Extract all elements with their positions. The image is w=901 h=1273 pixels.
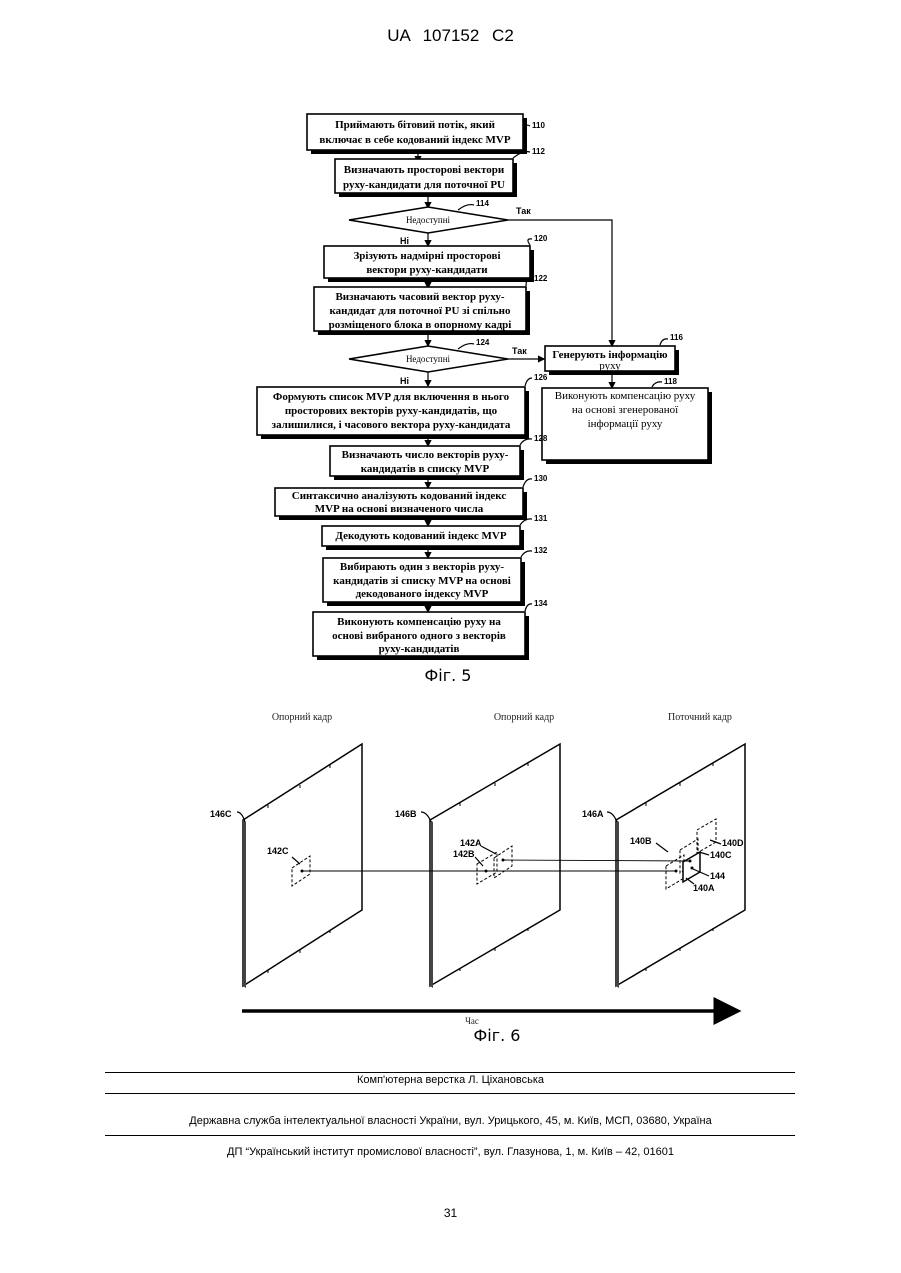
step-134-line2: основі вибраного одного з векторів bbox=[332, 630, 506, 642]
step-110-line1: Приймають бітовий потік, який bbox=[335, 119, 496, 131]
step-116-number: 116 bbox=[670, 333, 683, 342]
step-126-line1: Формують список MVP для включення в ньог… bbox=[273, 391, 510, 403]
decision-124-text: Недоступні bbox=[406, 354, 451, 364]
step-120-line1: Зрізують надмірні просторові bbox=[353, 250, 500, 262]
step-128-number: 128 bbox=[534, 434, 548, 443]
footer-typesetter: Комп'ютерна верстка Л. Ціхановська bbox=[0, 1074, 901, 1086]
step-118-line3: інформації руху bbox=[588, 418, 663, 430]
step-120-line2: вектори руху-кандидати bbox=[366, 264, 488, 276]
step-116: Генерують інформацію руху 116 bbox=[545, 333, 683, 375]
block-label-142B: 142B bbox=[453, 849, 475, 859]
footer-rule-2 bbox=[105, 1093, 795, 1094]
step-118-line2: на основі згенерованої bbox=[572, 404, 679, 416]
fig6-diagram: Опорний кадр Опорний кадр Поточний кадр … bbox=[210, 712, 745, 1045]
step-134: Виконують компенсацію руху на основі виб… bbox=[313, 599, 548, 660]
step-112-line1: Визначають просторові вектори bbox=[344, 164, 505, 176]
block-label-142C: 142C bbox=[267, 846, 289, 856]
step-130-line1: Синтаксично аналізують кодований індекс bbox=[292, 490, 507, 502]
decision-114-number: 114 bbox=[476, 199, 489, 208]
block-label-140C: 140C bbox=[710, 850, 732, 860]
footer-rule-1 bbox=[105, 1072, 795, 1073]
step-128-line1: Визначають число векторів руху- bbox=[342, 449, 509, 461]
step-122-line3: розміщеного блока в опорному кадрі bbox=[329, 319, 512, 331]
footer-institute: ДП “Український інститут промислової вла… bbox=[0, 1146, 901, 1158]
step-118-number: 118 bbox=[664, 377, 677, 386]
step-130-line2: MVP на основі визначеного числа bbox=[315, 503, 484, 515]
decision-114-no: Ні bbox=[400, 236, 409, 246]
step-110-line2: включає в себе кодований індекс MVP bbox=[319, 134, 510, 146]
fig6-caption: Фіг. 6 bbox=[474, 1026, 521, 1045]
block-label-140B: 140B bbox=[630, 836, 652, 846]
step-131-number: 131 bbox=[534, 514, 548, 523]
decision-114-text: Недоступні bbox=[406, 215, 451, 225]
block-label-140A: 140A bbox=[693, 883, 715, 893]
step-130: Синтаксично аналізують кодований індекс … bbox=[275, 474, 548, 520]
frame-title-1: Опорний кадр bbox=[272, 712, 332, 723]
step-126-number: 126 bbox=[534, 373, 548, 382]
step-128-line2: кандидатів в списку MVP bbox=[361, 463, 490, 475]
step-132-number: 132 bbox=[534, 546, 548, 555]
step-118: Виконують компенсацію руху на основі зге… bbox=[542, 377, 712, 464]
step-122-line1: Визначають часовий вектор руху- bbox=[335, 291, 504, 303]
frame-label-146C: 146C bbox=[210, 809, 232, 819]
frame-146B: 146B 142A 142B bbox=[395, 744, 560, 988]
time-label: Час bbox=[465, 1016, 479, 1026]
footer-office: Державна служба інтелектуальної власност… bbox=[0, 1115, 901, 1127]
fig5-caption: Фіг. 5 bbox=[425, 666, 472, 685]
step-134-line3: руху-кандидатів bbox=[379, 643, 460, 655]
step-132-line2: кандидатів зі списку MVP на основі bbox=[333, 575, 511, 587]
step-122-number: 122 bbox=[534, 274, 548, 283]
fig5-flowchart: Приймають бітовий потік, який включає в … bbox=[257, 114, 712, 685]
block-label-140D: 140D bbox=[722, 838, 744, 848]
step-134-line1: Виконують компенсацію руху на bbox=[337, 616, 501, 628]
decision-124-number: 124 bbox=[476, 338, 490, 347]
step-110: Приймають бітовий потік, який включає в … bbox=[307, 114, 545, 154]
step-120: Зрізують надмірні просторові вектори рух… bbox=[324, 234, 548, 282]
decision-124: Недоступні 124 Так Ні bbox=[349, 338, 527, 386]
decision-124-yes: Так bbox=[512, 346, 527, 356]
footer-rule-3 bbox=[105, 1135, 795, 1136]
step-131-line1: Декодують кодований індекс MVP bbox=[335, 530, 506, 542]
step-134-number: 134 bbox=[534, 599, 548, 608]
frame-title-2: Опорний кадр bbox=[494, 712, 554, 723]
step-116-line2: руху bbox=[599, 360, 621, 372]
step-130-number: 130 bbox=[534, 474, 548, 483]
block-label-142A: 142A bbox=[460, 838, 482, 848]
step-132-line1: Вибирають один з векторів руху- bbox=[340, 561, 505, 573]
step-110-number: 110 bbox=[532, 121, 545, 130]
frame-label-146B: 146B bbox=[395, 809, 417, 819]
step-112-line2: руху-кандидати для поточної PU bbox=[343, 179, 505, 191]
step-120-number: 120 bbox=[534, 234, 548, 243]
page-number: 31 bbox=[0, 1206, 901, 1220]
step-112-number: 112 bbox=[532, 147, 545, 156]
step-132: Вибирають один з векторів руху- кандидат… bbox=[323, 546, 548, 606]
step-122-line2: кандидат для поточної PU зі спільно bbox=[329, 305, 511, 317]
frame-title-3: Поточний кадр bbox=[668, 712, 732, 723]
step-126-line3: залишилися, і часового вектора руху-канд… bbox=[272, 419, 511, 431]
step-118-line1: Виконують компенсацію руху bbox=[555, 390, 696, 402]
frame-146C: 146C 142C bbox=[210, 744, 362, 988]
step-112: Визначають просторові вектори руху-канди… bbox=[335, 147, 545, 197]
decision-124-no: Ні bbox=[400, 376, 409, 386]
block-label-144: 144 bbox=[710, 871, 725, 881]
step-122: Визначають часовий вектор руху- кандидат… bbox=[314, 274, 548, 335]
step-128: Визначають число векторів руху- кандидат… bbox=[330, 434, 548, 480]
decision-114-yes: Так bbox=[516, 206, 531, 216]
frame-146A: 146A 140B 140D 140C 144 140A bbox=[582, 744, 745, 988]
step-132-line3: декодованого індексу MVP bbox=[356, 588, 489, 600]
decision-114: Недоступні 114 Так Ні bbox=[349, 199, 531, 246]
step-126-line2: просторових векторів руху-кандидатів, що bbox=[285, 405, 498, 417]
frame-label-146A: 146A bbox=[582, 809, 604, 819]
